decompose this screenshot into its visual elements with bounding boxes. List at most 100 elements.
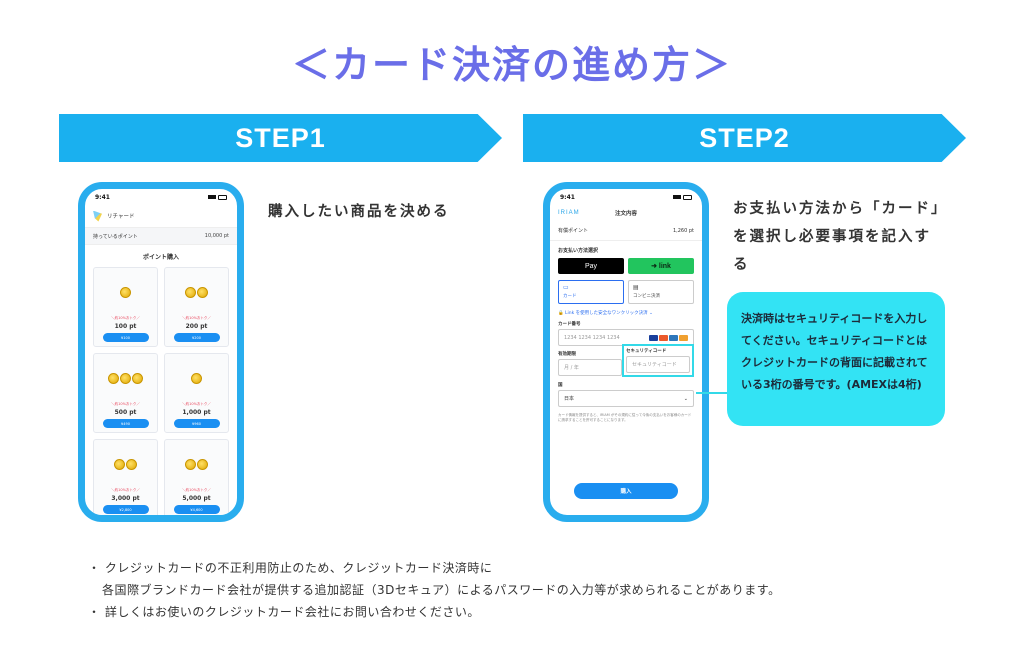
payment-method-heading: お支払い方法選択 — [558, 248, 599, 254]
country-label: 国 — [558, 383, 563, 388]
package-points: 5,000 pt — [182, 495, 211, 502]
status-icons — [208, 194, 227, 200]
note-line: ・ クレジットカードの不正利用防止のため、クレジットカード決済時に — [88, 561, 493, 575]
buy-button[interactable]: ¥100 — [102, 333, 149, 342]
recharge-icon — [93, 210, 102, 222]
buy-button[interactable]: ¥4,600 — [173, 505, 220, 514]
status-icons — [673, 194, 692, 200]
signal-icon — [673, 195, 681, 199]
step2-description: お支払い方法から「カード」を選択し必要事項を記入する — [733, 201, 941, 273]
link-pay-label: link — [658, 262, 671, 270]
bonus-label: ＼約10%おトク／ — [111, 488, 140, 492]
link-arrow-icon: ➜ — [651, 263, 659, 270]
note-line: 各国際ブランドカード会社が提供する追加認証（3Dセキュア）によるパスワードの入力… — [102, 583, 781, 597]
step2-phone-mockup: 9:41 IRIAM 注文内容 有償ポイント 1,260 pt お支払い方法選択… — [543, 182, 709, 522]
security-code-placeholder: セキュリティコード — [632, 362, 677, 368]
buy-button[interactable]: ¥2,800 — [102, 505, 149, 514]
step2-banner: STEP2 — [523, 114, 966, 162]
callout-connector — [696, 392, 728, 394]
chevron-down-icon: ⌄ — [683, 395, 688, 402]
discover-icon — [679, 334, 688, 341]
country-value: 日本 — [564, 396, 575, 402]
link-secure-note[interactable]: 🔒 Link を使用した安全なワンクリック決済 ⌄ — [558, 311, 653, 316]
page-title: ＜カード決済の進め方＞ — [291, 43, 732, 87]
status-bar: 9:41 — [85, 189, 237, 205]
points-value: 10,000 pt — [204, 233, 229, 239]
iriam-logo: IRIAM — [558, 210, 580, 216]
apple-pay-label: Pay — [584, 262, 598, 270]
security-code-callout: 決済時はセキュリティコードを入力してください。セキュリティコードとはクレジットカ… — [727, 292, 945, 426]
security-code-label: セキュリティコード — [626, 349, 667, 354]
expiry-label: 有効期限 — [558, 352, 576, 357]
points-purchase-heading: ポイント購入 — [142, 253, 179, 261]
package-points: 3,000 pt — [111, 495, 140, 502]
package-points: 500 pt — [114, 409, 137, 416]
signal-icon — [208, 195, 216, 199]
buy-button[interactable]: ¥200 — [173, 333, 220, 342]
bonus-label: ＼約10%おトク／ — [182, 402, 211, 406]
method-conv-label: コンビニ決済 — [633, 294, 660, 299]
expiry-security-row: 有効期限 月 / 年 セキュリティコード セキュリティコード — [550, 344, 702, 377]
credit-card-icon: ▭ — [563, 284, 569, 291]
coin-icon — [108, 354, 143, 402]
package-points: 100 pt — [114, 323, 137, 330]
purchase-button[interactable]: 購入 — [574, 483, 678, 499]
point-package-card[interactable]: ＼約10%おトク／ 200 pt ¥200 — [164, 267, 229, 347]
notes: ・ クレジットカードの不正利用防止のため、クレジットカード決済時に 各国際ブラン… — [88, 557, 781, 623]
apple-pay-button[interactable]: Pay — [558, 258, 624, 274]
points-row[interactable]: 持っているポイント 10,000 pt — [85, 227, 237, 245]
recharge-header: リチャード — [85, 205, 237, 227]
coin-icon — [120, 268, 131, 316]
status-bar: 9:41 — [550, 189, 702, 205]
method-card-tab[interactable]: ▭ カード — [558, 280, 624, 304]
payment-method-tabs: ▭ カード ▤ コンビニ決済 — [550, 274, 702, 304]
package-points: 1,000 pt — [182, 409, 211, 416]
step1-phone-mockup: 9:41 リチャード 持っているポイント 10,000 pt ポイント購入 ＼約… — [78, 182, 244, 522]
note-line: ・ 詳しくはお使いのクレジットカード会社にお問い合わせください。 — [88, 605, 480, 619]
order-title: 注文内容 — [614, 211, 637, 217]
owned-points-label: 有償ポイント — [558, 228, 589, 234]
card-number-label: カード番号 — [558, 322, 581, 327]
buy-button[interactable]: ¥960 — [173, 419, 220, 428]
point-package-card[interactable]: ＼約10%おトク／ 5,000 pt ¥4,600 — [164, 439, 229, 515]
point-package-card[interactable]: ＼約10%おトク／ 100 pt ¥100 — [93, 267, 158, 347]
expiry-input[interactable]: 月 / 年 — [558, 359, 622, 376]
owned-points-row: 有償ポイント 1,260 pt — [550, 221, 702, 241]
coin-icon — [114, 440, 137, 488]
method-card-label: カード — [563, 294, 577, 299]
step1-banner: STEP1 — [59, 114, 502, 162]
express-pay-buttons: Pay ➜ link — [550, 258, 702, 274]
bonus-label: ＼約10%おトク／ — [111, 402, 140, 406]
status-time: 9:41 — [95, 193, 110, 201]
owned-points-value: 1,260 pt — [672, 227, 694, 234]
battery-icon — [683, 194, 692, 200]
coin-icon — [185, 440, 208, 488]
method-convenience-store-tab[interactable]: ▤ コンビニ決済 — [628, 280, 694, 304]
store-icon: ▤ — [633, 284, 639, 291]
card-number-placeholder: 1234 1234 1234 1234 — [564, 334, 620, 341]
card-disclaimer: カード情報を提供すると、IRIAM がその規約に従って今後の支払いをお客様のカー… — [558, 413, 692, 422]
point-package-card[interactable]: ＼約10%おトク／ 3,000 pt ¥2,800 — [93, 439, 158, 515]
status-time: 9:41 — [560, 193, 575, 201]
coin-icon — [191, 354, 202, 402]
link-pay-button[interactable]: ➜ link — [628, 258, 694, 274]
battery-icon — [218, 194, 227, 200]
country-select[interactable]: 日本 ⌄ — [558, 390, 694, 407]
bonus-label: ＼約10%おトク／ — [182, 316, 211, 320]
card-brand-icons — [649, 334, 688, 341]
security-code-input[interactable]: セキュリティコード — [626, 356, 690, 373]
visa-icon — [649, 334, 658, 341]
point-package-grid: ＼約10%おトク／ 100 pt ¥100 ＼約10%おトク／ 200 pt ¥… — [85, 267, 237, 515]
bonus-label: ＼約10%おトク／ — [182, 488, 211, 492]
points-label: 持っているポイント — [93, 233, 138, 240]
mastercard-icon — [659, 334, 668, 341]
point-package-card[interactable]: ＼約10%おトク／ 500 pt ¥490 — [93, 353, 158, 433]
coin-icon — [185, 268, 208, 316]
point-package-card[interactable]: ＼約10%おトク／ 1,000 pt ¥960 — [164, 353, 229, 433]
expiry-placeholder: 月 / 年 — [564, 365, 579, 371]
package-points: 200 pt — [185, 323, 208, 330]
recharge-title: リチャード — [107, 214, 135, 220]
buy-button[interactable]: ¥490 — [102, 419, 149, 428]
security-code-highlight: セキュリティコード セキュリティコード — [622, 344, 694, 377]
step1-description: 購入したい商品を決める — [268, 204, 450, 220]
